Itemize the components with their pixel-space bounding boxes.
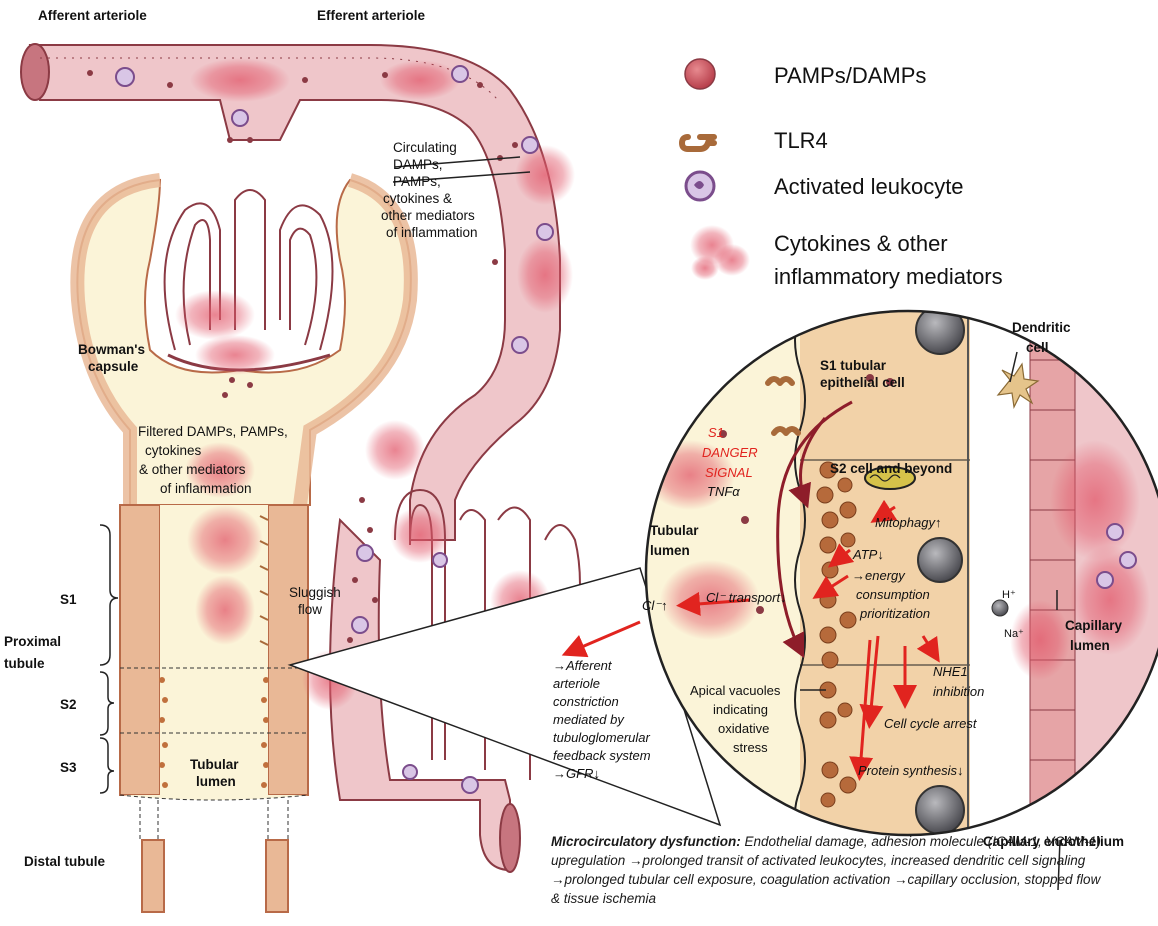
s2-cell-label: S2 cell and beyond	[830, 461, 952, 476]
leukocyte	[116, 68, 134, 86]
legend-pamp-label: PAMPs/DAMPs	[774, 63, 926, 88]
cl-up-label: Cl⁻↑	[642, 598, 668, 613]
protein-label: Protein synthesis↓	[858, 763, 964, 778]
leukocyte	[357, 545, 373, 561]
mitophagy-label: Mitophagy↑	[875, 515, 941, 530]
leukocyte	[522, 137, 538, 153]
s1-label: S1	[60, 592, 77, 607]
h-label: H⁺	[1002, 589, 1016, 601]
s3-label: S3	[60, 760, 77, 775]
circulating-label: Circulating DAMPs, PAMPs, cytokines & ot…	[381, 140, 479, 240]
distal-label: Distal tubule	[24, 854, 105, 869]
cell-cycle-label: Cell cycle arrest	[884, 716, 978, 731]
legend-cytokine-icon	[690, 225, 750, 280]
atp-label: ATP↓	[852, 547, 884, 562]
leukocyte	[462, 777, 478, 793]
cl-transport-label: Cl⁻ transport↓	[706, 590, 787, 605]
leukocyte	[433, 553, 447, 567]
leukocyte	[537, 224, 553, 240]
na-label: Na⁺	[1004, 628, 1024, 640]
leukocyte	[403, 765, 417, 779]
microcirculatory-footnote: Microcirculatory dysfunction: Endothelia…	[551, 832, 1111, 908]
legend-leukocyte-label: Activated leukocyte	[774, 174, 964, 199]
legend-tlr4-label: TLR4	[774, 128, 828, 153]
legend	[682, 59, 750, 280]
segment-braces	[100, 525, 118, 793]
legend-pamp-icon	[685, 59, 715, 89]
legend-tlr4-icon	[682, 137, 714, 149]
efferent-label: Efferent arteriole	[317, 8, 426, 23]
afferent-label: Afferent arteriole	[38, 8, 147, 23]
legend-cytokine-label: Cytokines & other inflammatory mediators	[774, 231, 1003, 289]
leukocyte	[452, 66, 468, 82]
leukocyte	[352, 617, 368, 633]
footnote-title: Microcirculatory dysfunction:	[551, 834, 741, 849]
tnf-label: TNFα	[707, 484, 740, 499]
leukocyte	[512, 337, 528, 353]
proximal-label: Proximal tubule	[4, 634, 65, 671]
s2-label: S2	[60, 697, 77, 712]
leukocyte	[232, 110, 248, 126]
